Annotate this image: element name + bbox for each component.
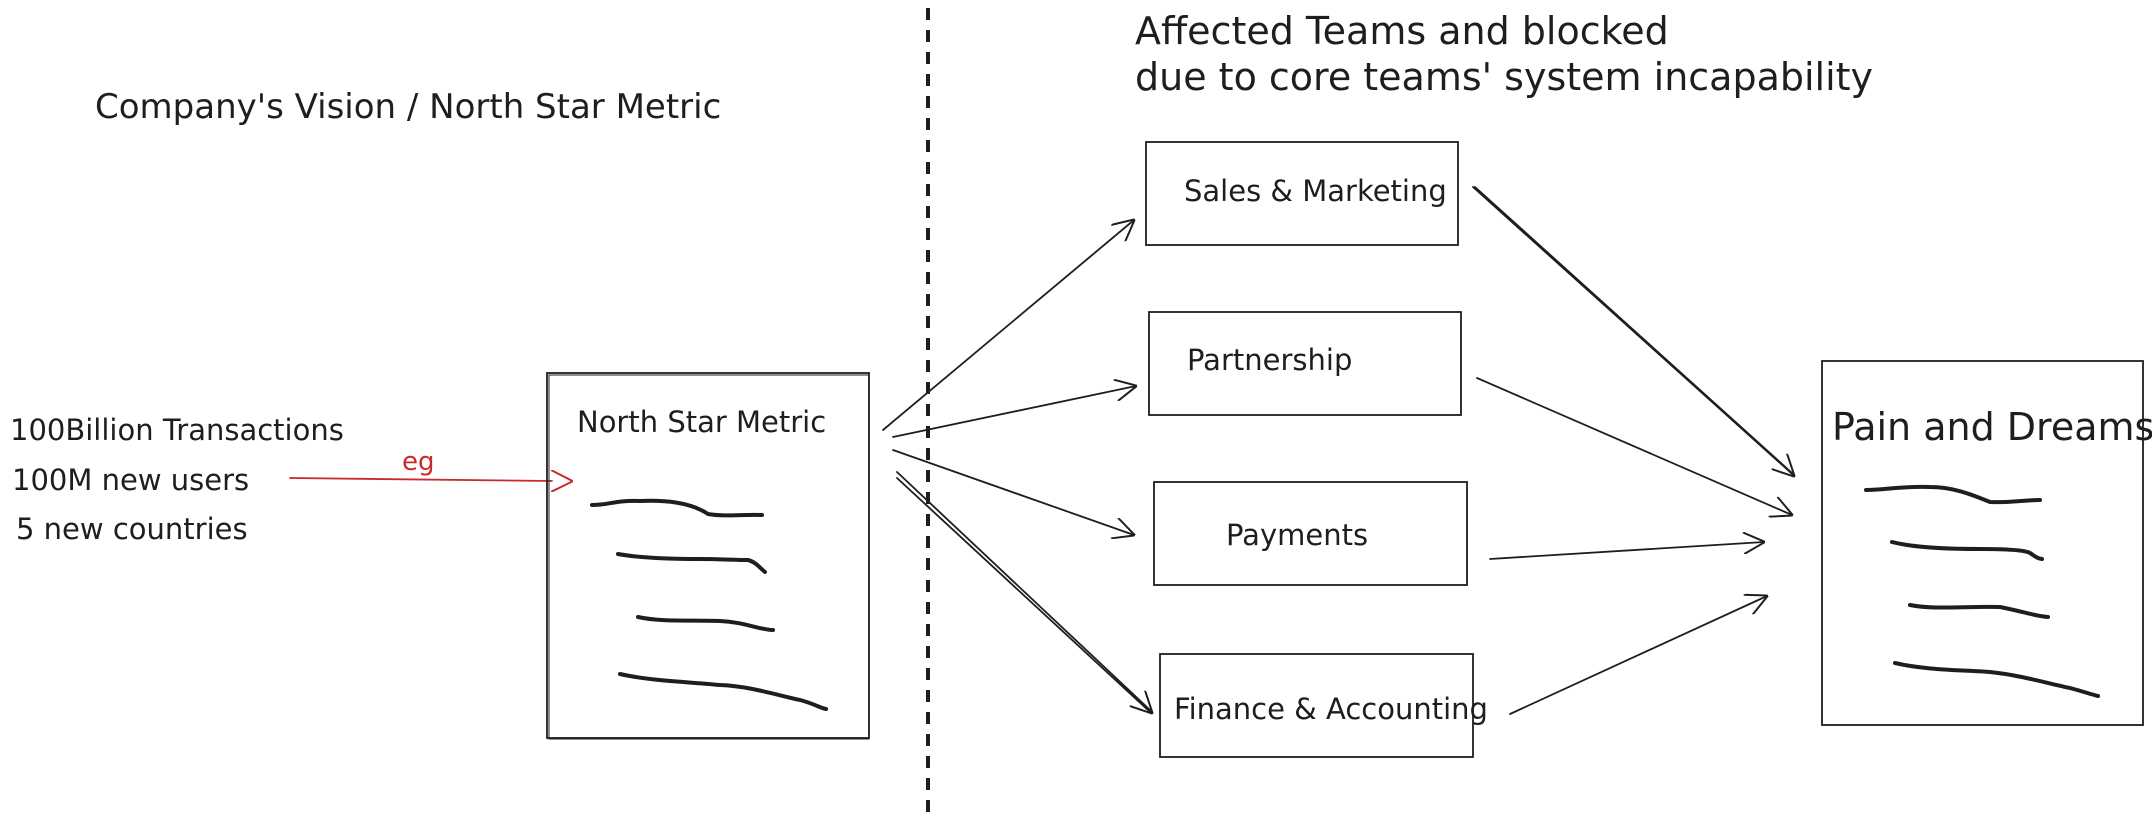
arrow-north-star-to-partnership: [892, 386, 1136, 438]
eg-arrow: [289, 478, 552, 481]
arrow-north-star-to-sales: [882, 220, 1134, 431]
arrow-north-star-to-finance-shaft: [896, 471, 1151, 713]
arrow-finance-to-pain: [1509, 596, 1767, 715]
team-label-finance-accounting: Finance & Accounting: [1174, 692, 1488, 726]
team-label-partnership: Partnership: [1187, 343, 1352, 377]
team-label-sales-marketing: Sales & Marketing: [1184, 174, 1447, 208]
placeholder-line: [618, 672, 828, 711]
placeholder-line: [636, 615, 775, 632]
north-star-metric-box[interactable]: North Star Metric: [546, 372, 870, 740]
placeholder-line: [616, 552, 767, 574]
north-star-metric-label: North Star Metric: [577, 405, 826, 439]
placeholder-line: [1890, 540, 2044, 561]
pain-and-dreams-label: Pain and Dreams: [1832, 405, 2152, 449]
pain-and-dreams-box[interactable]: Pain and Dreams: [1821, 360, 2152, 726]
arrow-partnership-to-pain: [1476, 377, 1792, 515]
placeholder-line: [1864, 484, 2042, 505]
arrow-north-star-to-finance-head: [1149, 710, 1152, 713]
right-title-line-1: Affected Teams and blocked: [1135, 9, 1669, 53]
placeholder-line: [1908, 603, 2050, 619]
arrow-payments-to-pain: [1489, 542, 1764, 560]
example-transactions: 100Billion Transactions: [10, 413, 344, 447]
right-title-line-2: due to core teams' system incapability: [1135, 55, 1873, 99]
left-title: Company's Vision / North Star Metric: [95, 87, 721, 127]
example-new-countries: 5 new countries: [16, 512, 248, 546]
example-new-users: 100M new users: [12, 463, 249, 497]
team-label-payments: Payments: [1226, 518, 1368, 552]
team-box-partnership[interactable]: Partnership: [1148, 311, 1462, 416]
team-box-payments[interactable]: Payments: [1153, 481, 1468, 586]
arrow-north-star-to-payments: [892, 449, 1134, 535]
team-box-sales-marketing[interactable]: Sales & Marketing: [1145, 141, 1459, 246]
eg-label: eg: [402, 447, 435, 477]
placeholder-line: [590, 498, 764, 518]
team-box-finance-accounting[interactable]: Finance & Accounting: [1159, 653, 1488, 758]
arrow-sales-to-pain-head: [1790, 472, 1794, 476]
placeholder-line: [1893, 661, 2100, 698]
arrow-sales-to-pain-shaft: [1472, 186, 1793, 474]
